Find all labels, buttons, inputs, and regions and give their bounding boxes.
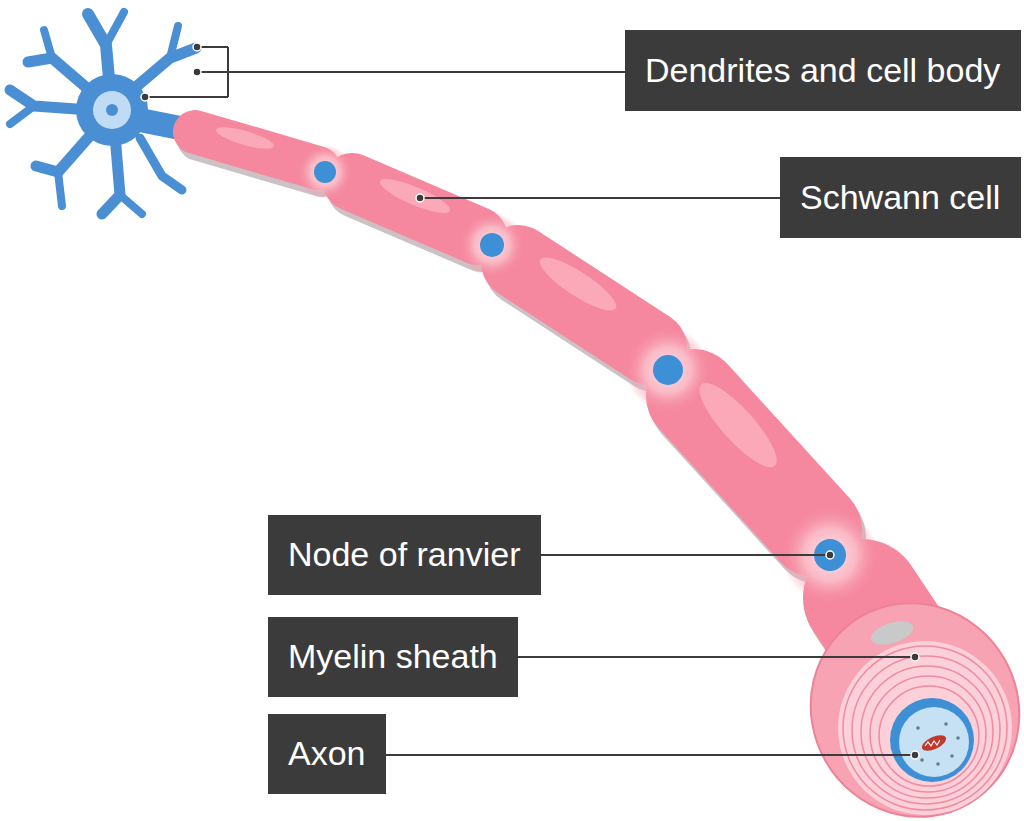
dendrite xyxy=(44,30,52,58)
vesicle xyxy=(956,736,960,740)
dendrite xyxy=(140,138,182,190)
leader-line xyxy=(386,754,915,756)
dendrite xyxy=(130,48,196,92)
dendrite xyxy=(120,195,142,214)
vesicle xyxy=(950,754,954,758)
leader-line xyxy=(541,554,830,556)
myelin-ring xyxy=(843,646,1007,810)
part-label: Axon xyxy=(288,734,366,773)
nucleus xyxy=(93,91,131,129)
cross-section-outer xyxy=(772,565,1024,821)
highlight xyxy=(214,123,276,153)
vesicle xyxy=(936,762,940,766)
leader-dot xyxy=(826,551,834,559)
myelin-ring xyxy=(870,676,986,792)
leader-dot xyxy=(911,653,919,661)
dendrite xyxy=(36,130,95,172)
label-box: Axon xyxy=(268,714,386,794)
part-label: Node of ranvier xyxy=(288,535,521,574)
myelin-ring xyxy=(861,666,993,798)
mitochondrion xyxy=(920,732,949,754)
node-halo xyxy=(626,328,710,412)
label-box: Schwann cell xyxy=(780,157,1021,238)
leader-lines xyxy=(145,47,915,755)
highlight xyxy=(377,173,454,219)
axon-membrane xyxy=(890,698,974,782)
node-of-ranvier xyxy=(653,355,683,385)
myelin-rings xyxy=(843,646,1007,810)
dendrite xyxy=(10,106,34,124)
schwann-highlights xyxy=(214,123,786,477)
part-label: Myelin sheath xyxy=(288,637,498,676)
part-label: Dendrites and cell body xyxy=(645,51,1001,90)
node-of-ranvier xyxy=(480,233,504,257)
cross-section xyxy=(772,565,1024,821)
dendrite xyxy=(102,135,120,214)
node-of-ranvier xyxy=(314,161,336,183)
leader-line xyxy=(197,71,625,73)
vesicle xyxy=(916,726,920,730)
vesicles xyxy=(916,722,960,766)
leader-dots xyxy=(141,43,919,759)
dendrite xyxy=(170,26,178,58)
node-halo xyxy=(460,213,524,277)
myelin-ring xyxy=(879,686,979,786)
mitochondrion-cristae xyxy=(925,740,940,746)
leader-dot xyxy=(193,43,201,51)
label-box: Myelin sheath xyxy=(268,617,518,697)
leader-line xyxy=(420,197,780,199)
myelin-layers xyxy=(838,641,1012,815)
cell-body xyxy=(76,74,148,146)
part-label: Schwann cell xyxy=(800,178,1001,217)
leader-dot xyxy=(141,93,149,101)
dendrite xyxy=(58,172,62,206)
leader-dot xyxy=(416,194,424,202)
leader-dot xyxy=(193,68,201,76)
myelin-ring xyxy=(852,656,1000,804)
highlight xyxy=(534,249,623,318)
leader-line xyxy=(518,656,915,658)
node-halo xyxy=(298,145,352,199)
bracket-tick xyxy=(145,96,228,98)
dendrites xyxy=(10,12,196,214)
vesicle xyxy=(944,722,948,726)
label-box: Dendrites and cell body xyxy=(625,30,1021,111)
axoplasm xyxy=(899,707,969,777)
leader-dot xyxy=(911,751,919,759)
nucleolus xyxy=(106,104,118,116)
dendrite xyxy=(106,12,124,45)
label-box: Node of ranvier xyxy=(268,515,541,595)
vesicle xyxy=(920,758,924,762)
